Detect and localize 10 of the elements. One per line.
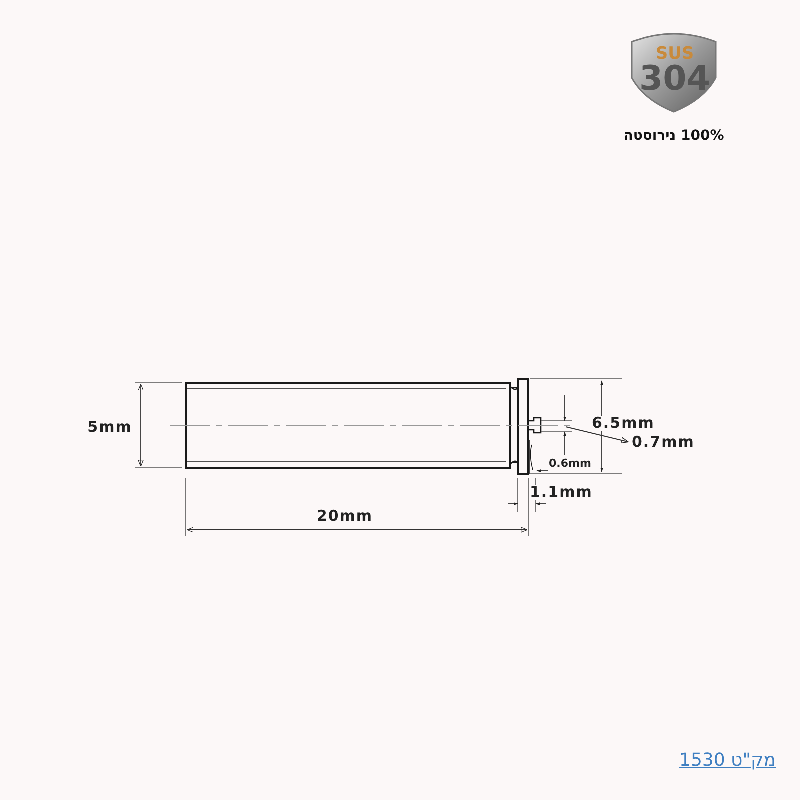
dimension-label: 0.7mm bbox=[632, 435, 695, 450]
grade-label: 304 bbox=[640, 62, 710, 96]
dimension-label: 6.5mm bbox=[592, 416, 655, 431]
dimension-label: 20mm bbox=[316, 509, 374, 524]
dimension-label: 0.6mm bbox=[549, 458, 592, 469]
dimension-label: 5mm bbox=[88, 420, 132, 435]
product-code-link: מק"ט 1530 bbox=[680, 752, 776, 770]
material-label: 100% נירוסטה bbox=[624, 129, 724, 143]
dimension-label: 1.1mm bbox=[530, 485, 593, 500]
grade-label: SUS bbox=[656, 46, 694, 63]
